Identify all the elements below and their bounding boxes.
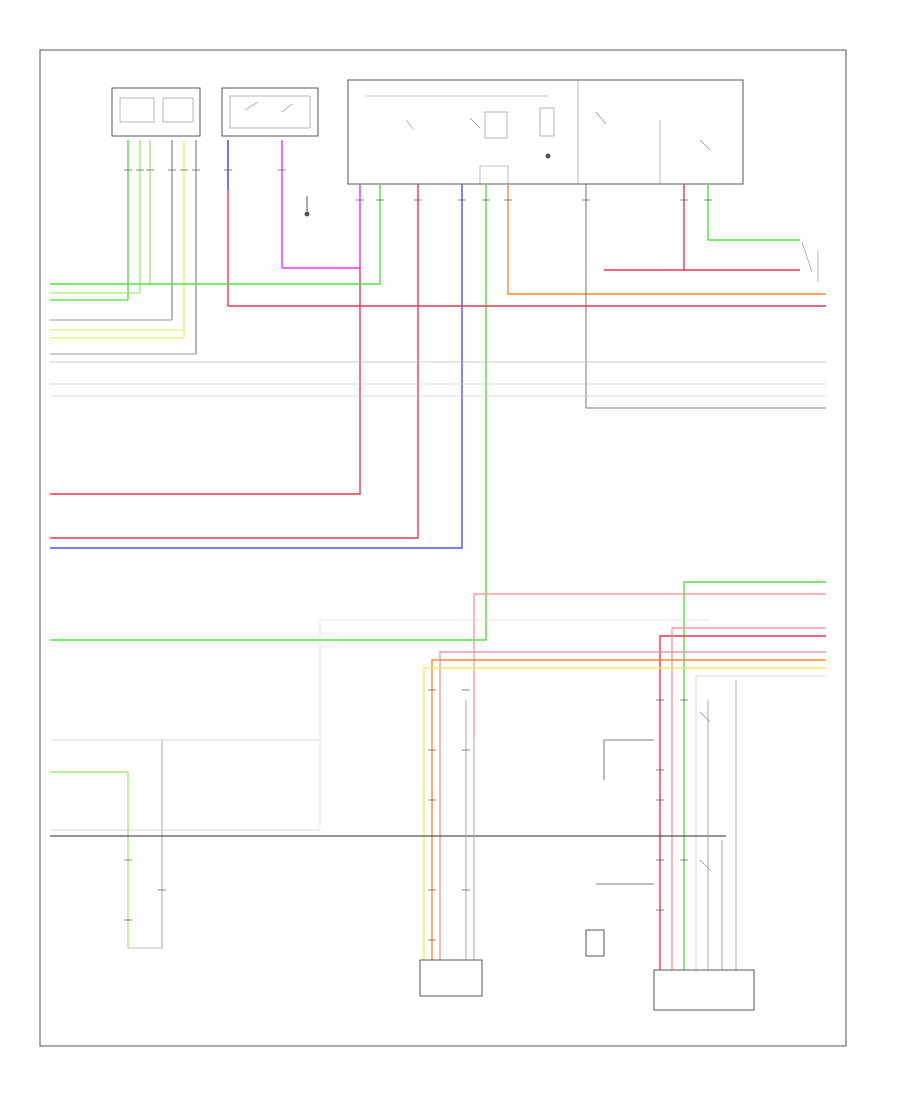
component-steering-switch — [111, 87, 201, 137]
component-junction-block — [347, 79, 744, 185]
component-left-sensor — [585, 739, 654, 957]
wires-left-rows — [50, 292, 826, 397]
component-multifunction-switch — [221, 87, 319, 137]
wires-lower-left — [50, 619, 726, 948]
wires-right-bundle — [423, 581, 826, 970]
wires-right-drops — [585, 184, 826, 409]
diagram-frame — [39, 49, 847, 1047]
component-center-sensor — [419, 700, 483, 997]
wires-top-left-group — [127, 140, 360, 354]
ground-symbol-1 — [304, 196, 310, 217]
connector-pins — [124, 169, 712, 941]
component-pressure-switch — [801, 241, 819, 282]
wires-junction-drops — [50, 184, 826, 641]
component-control-unit — [653, 680, 755, 1011]
